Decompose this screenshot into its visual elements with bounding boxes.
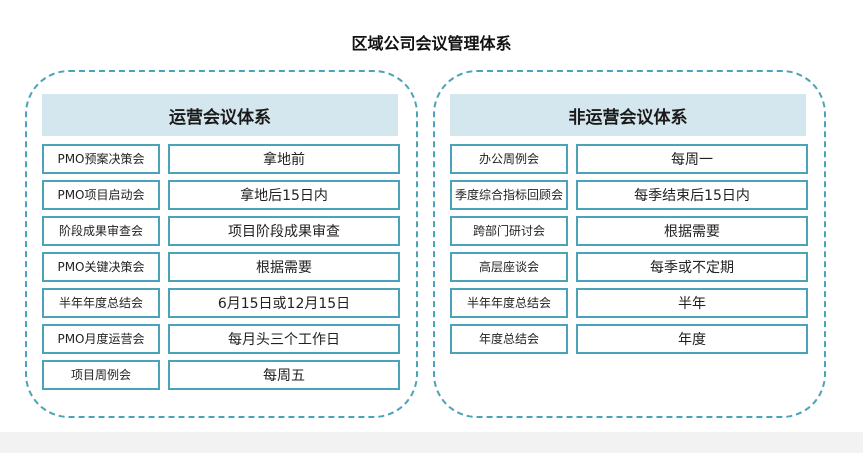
meeting-row: 阶段成果审查会 项目阶段成果审查 [42, 216, 400, 246]
meeting-name: 季度综合指标回顾会 [450, 180, 568, 210]
operating-meetings-group: 运营会议体系 PMO预案决策会 拿地前 PMO项目启动会 拿地后15日内 阶段成… [25, 70, 418, 418]
meeting-name: PMO预案决策会 [42, 144, 160, 174]
meeting-name: 半年年度总结会 [42, 288, 160, 318]
meeting-schedule: 每周五 [168, 360, 400, 390]
non-operating-meetings-header: 非运营会议体系 [450, 94, 806, 136]
meeting-row: 季度综合指标回顾会 每季结束后15日内 [450, 180, 808, 210]
meeting-row: PMO关键决策会 根据需要 [42, 252, 400, 282]
meeting-name: 办公周例会 [450, 144, 568, 174]
meeting-row: PMO月度运营会 每月头三个工作日 [42, 324, 400, 354]
meeting-schedule: 每季或不定期 [576, 252, 808, 282]
meeting-schedule: 半年 [576, 288, 808, 318]
meeting-schedule: 每周一 [576, 144, 808, 174]
meeting-schedule: 6月15日或12月15日 [168, 288, 400, 318]
meeting-schedule: 项目阶段成果审查 [168, 216, 400, 246]
meeting-schedule: 年度 [576, 324, 808, 354]
operating-meetings-header: 运营会议体系 [42, 94, 398, 136]
meeting-row: 高层座谈会 每季或不定期 [450, 252, 808, 282]
meeting-schedule: 根据需要 [576, 216, 808, 246]
meeting-schedule: 拿地后15日内 [168, 180, 400, 210]
meeting-row: 跨部门研讨会 根据需要 [450, 216, 808, 246]
meeting-name: 项目周例会 [42, 360, 160, 390]
meeting-name: 年度总结会 [450, 324, 568, 354]
meeting-schedule: 每月头三个工作日 [168, 324, 400, 354]
bottom-band [0, 432, 863, 453]
meeting-name: 阶段成果审查会 [42, 216, 160, 246]
meeting-row: PMO项目启动会 拿地后15日内 [42, 180, 400, 210]
meeting-row: 半年年度总结会 半年 [450, 288, 808, 318]
meeting-row: PMO预案决策会 拿地前 [42, 144, 400, 174]
meeting-schedule: 每季结束后15日内 [576, 180, 808, 210]
non-operating-meetings-group: 非运营会议体系 办公周例会 每周一 季度综合指标回顾会 每季结束后15日内 跨部… [433, 70, 826, 418]
meeting-name: 半年年度总结会 [450, 288, 568, 318]
meeting-name: 跨部门研讨会 [450, 216, 568, 246]
meeting-schedule: 拿地前 [168, 144, 400, 174]
meeting-schedule: 根据需要 [168, 252, 400, 282]
meeting-row: 项目周例会 每周五 [42, 360, 400, 390]
meeting-row: 年度总结会 年度 [450, 324, 808, 354]
meeting-row: 办公周例会 每周一 [450, 144, 808, 174]
meeting-name: PMO项目启动会 [42, 180, 160, 210]
page-title: 区域公司会议管理体系 [351, 34, 512, 53]
meeting-row: 半年年度总结会 6月15日或12月15日 [42, 288, 400, 318]
meeting-name: PMO月度运营会 [42, 324, 160, 354]
meeting-name: PMO关键决策会 [42, 252, 160, 282]
meeting-name: 高层座谈会 [450, 252, 568, 282]
